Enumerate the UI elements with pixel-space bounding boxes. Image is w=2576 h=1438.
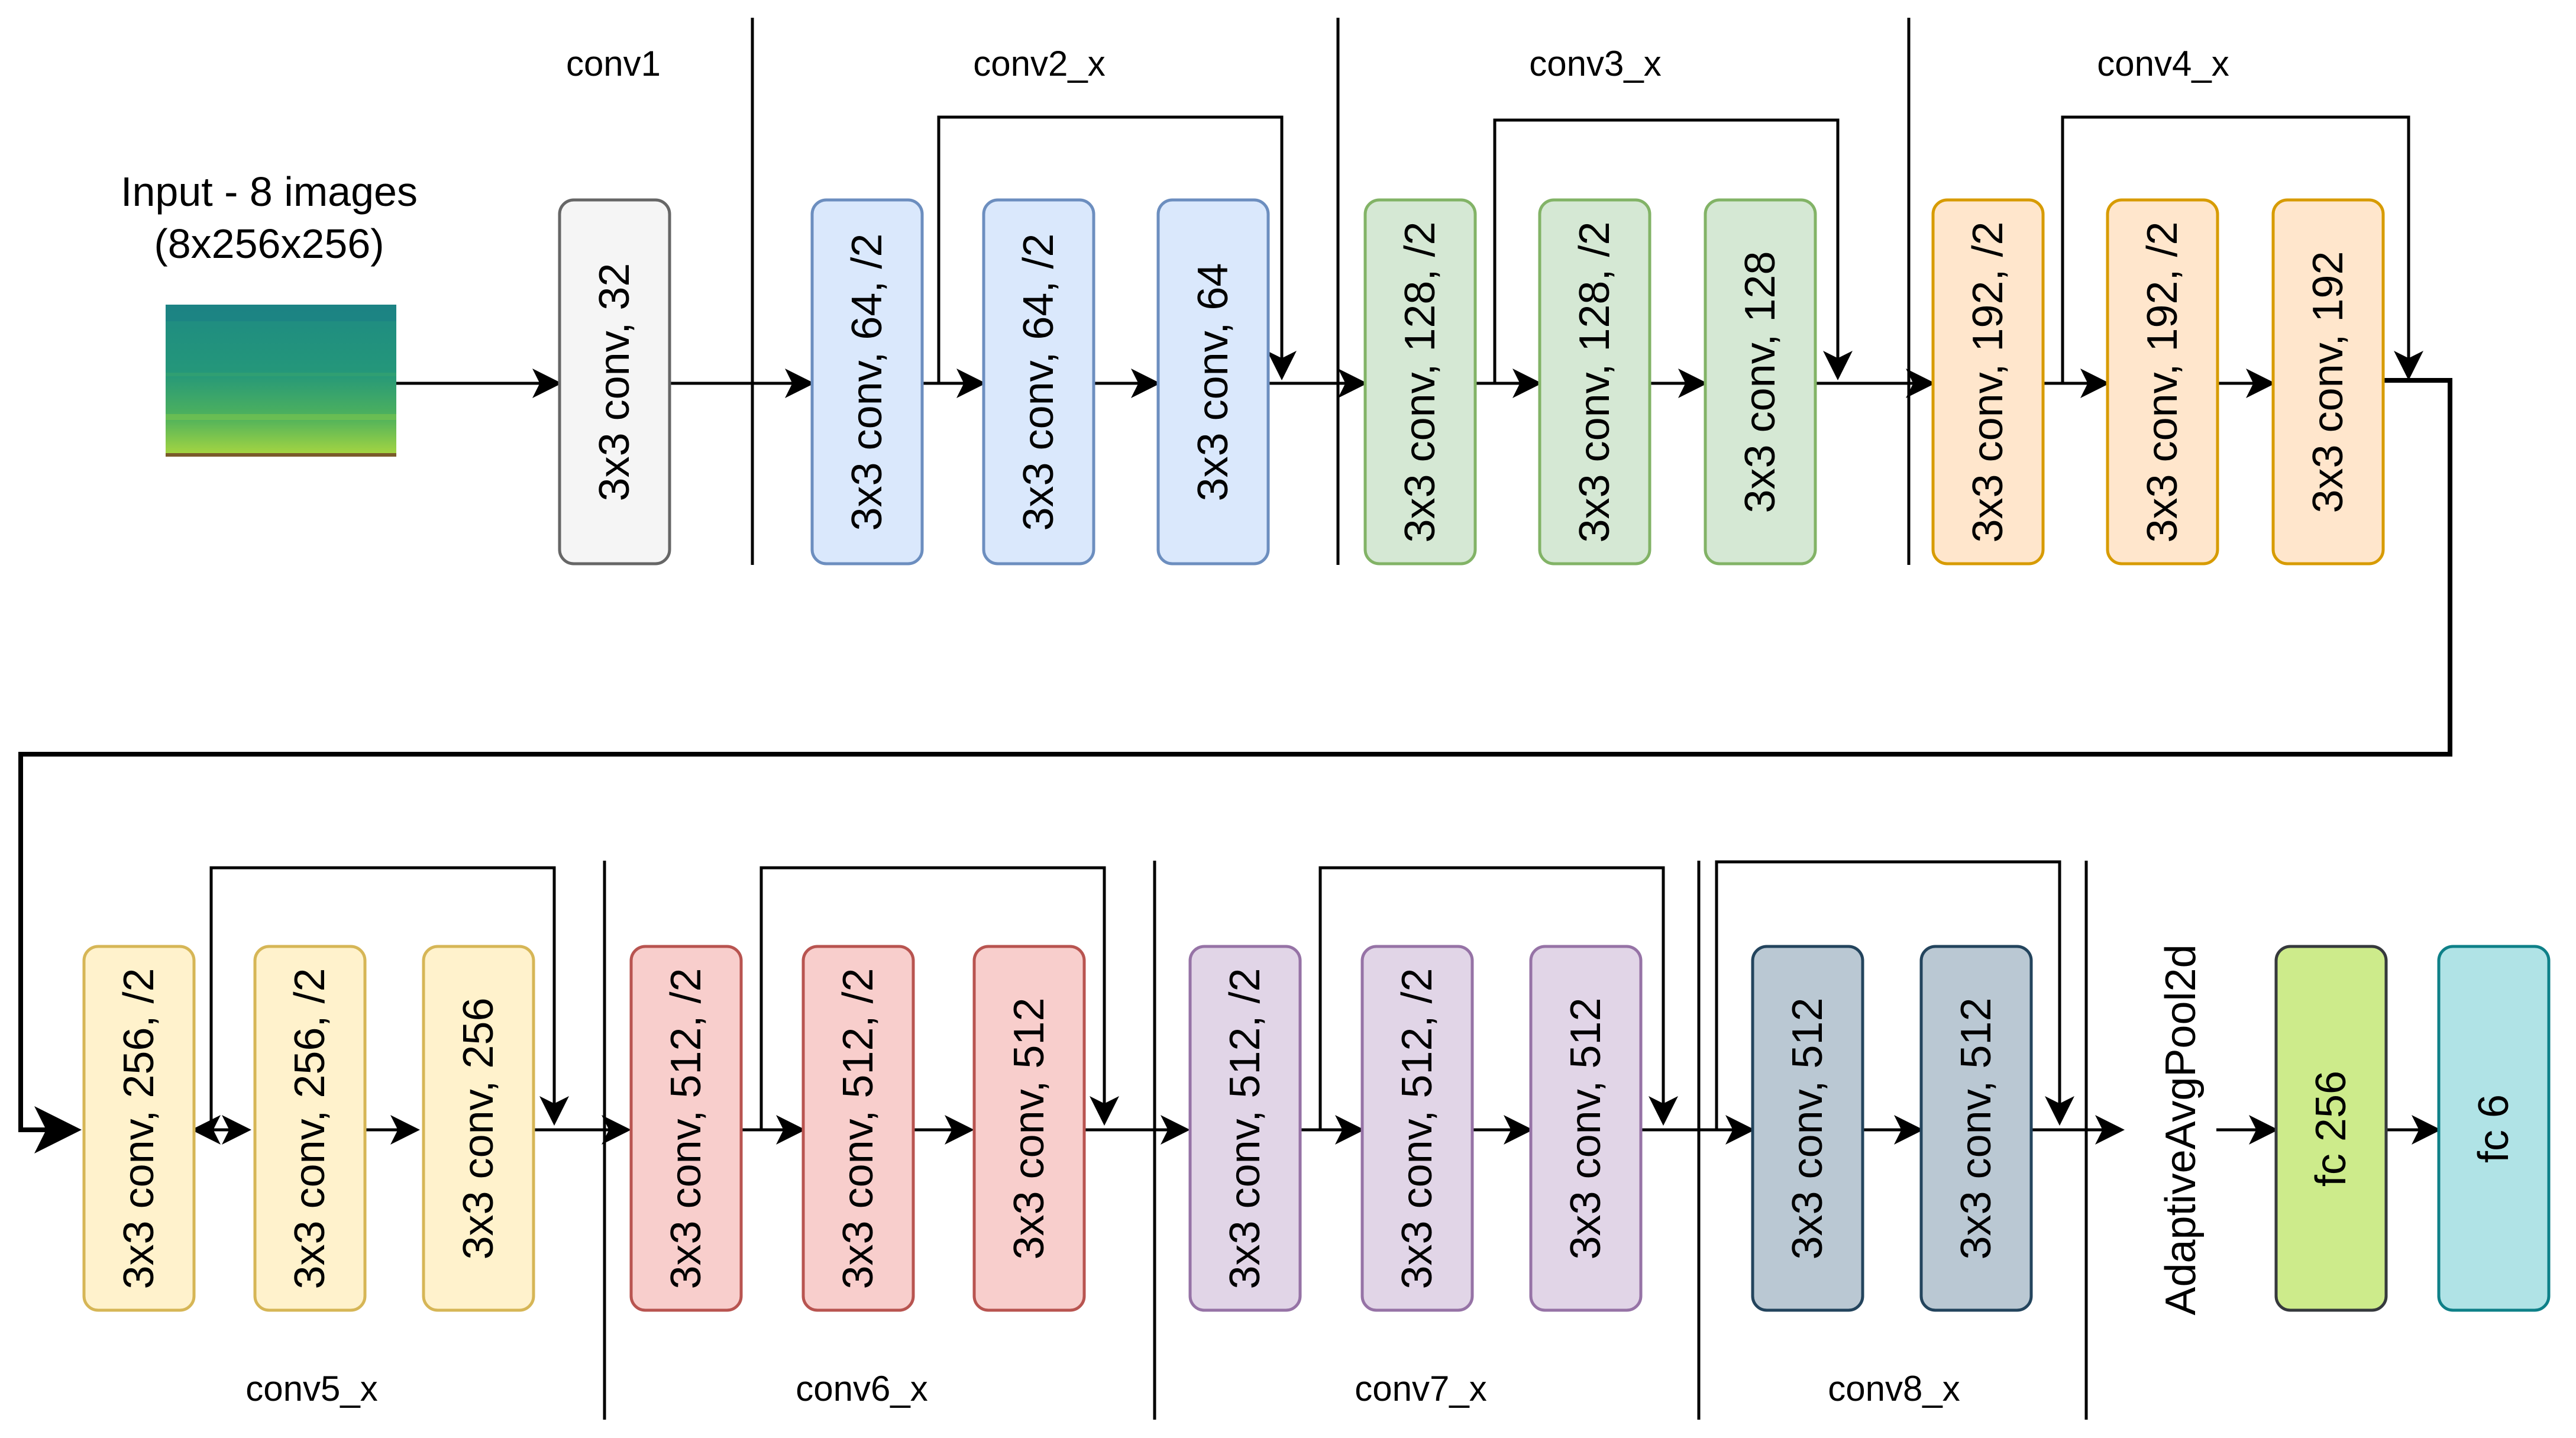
- block-conv6-2: 3x3 conv, 512, /2: [801, 945, 915, 1312]
- block-conv4-2: 3x3 conv, 192, /2: [2106, 198, 2219, 565]
- block-conv2-1: 3x3 conv, 64, /2: [810, 198, 924, 565]
- block-conv6-1: 3x3 conv, 512, /2: [629, 945, 743, 1312]
- stage-label-conv3: conv3_x: [1529, 44, 1661, 83]
- block-fc-6: fc 6: [2437, 945, 2551, 1312]
- block-label: 3x3 conv, 512, /2: [1394, 968, 1441, 1289]
- block-conv2-3: 3x3 conv, 64: [1156, 198, 1270, 565]
- stage-label-conv6: conv6_x: [796, 1369, 927, 1408]
- block-label: 3x3 conv, 512: [1562, 998, 1609, 1260]
- block-label: 3x3 conv, 128, /2: [1571, 221, 1618, 542]
- block-label: fc 6: [2470, 1094, 2517, 1163]
- block-label: 3x3 conv, 512, /2: [1221, 968, 1269, 1289]
- block-label: 3x3 conv, 512, /2: [662, 968, 710, 1289]
- block-label: 3x3 conv, 192, /2: [1964, 221, 2012, 542]
- block-label: 3x3 conv, 512, /2: [835, 968, 882, 1289]
- stage-label-conv8: conv8_x: [1828, 1369, 1960, 1408]
- stage-label-conv1: conv1: [566, 44, 661, 83]
- block-conv4-1: 3x3 conv, 192, /2: [1931, 198, 2045, 565]
- block-label: 3x3 conv, 192, /2: [2139, 221, 2186, 542]
- stage-label-conv7: conv7_x: [1355, 1369, 1486, 1408]
- block-label: 3x3 conv, 512: [1784, 998, 1831, 1260]
- block-label: 3x3 conv, 256: [455, 998, 502, 1260]
- stage-label-conv2: conv2_x: [973, 44, 1105, 83]
- block-conv7-2: 3x3 conv, 512, /2: [1360, 945, 1474, 1312]
- block-label: fc 256: [2307, 1071, 2355, 1187]
- block-conv3-2: 3x3 conv, 128, /2: [1538, 198, 1651, 565]
- stage-separators: [603, 18, 2088, 1420]
- block-label: 3x3 conv, 128, /2: [1397, 221, 1444, 542]
- block-label: 3x3 conv, 32: [591, 263, 638, 502]
- block-label: 3x3 conv, 64: [1190, 263, 1237, 502]
- block-conv5-3: 3x3 conv, 256: [422, 945, 535, 1312]
- block-conv3-1: 3x3 conv, 128, /2: [1363, 198, 1477, 565]
- connections: [18, 115, 2452, 1153]
- block-conv4-3: 3x3 conv, 192: [2271, 198, 2385, 565]
- block-conv8-2: 3x3 conv, 512: [1919, 945, 2033, 1312]
- block-conv7-1: 3x3 conv, 512, /2: [1188, 945, 1302, 1312]
- block-conv8-1: 3x3 conv, 512: [1751, 945, 1864, 1312]
- block-label: 3x3 conv, 64, /2: [1015, 234, 1062, 531]
- block-fc-256: fc 256: [2274, 945, 2388, 1312]
- spectrogram-image: [166, 305, 396, 457]
- block-label: 3x3 conv, 192: [2304, 251, 2352, 513]
- block-conv1-1: 3x3 conv, 32: [558, 198, 671, 565]
- input-title-line1: Input - 8 images: [121, 169, 418, 215]
- block-label: 3x3 conv, 128: [1737, 251, 1784, 513]
- block-label: 3x3 conv, 256, /2: [286, 968, 334, 1289]
- block-label: 3x3 conv, 512: [1953, 998, 2000, 1260]
- block-label: 3x3 conv, 512: [1006, 998, 1053, 1260]
- block-conv3-3: 3x3 conv, 128: [1704, 198, 1817, 565]
- stage-label-conv5: conv5_x: [245, 1369, 377, 1408]
- adaptive-avg-pool-label: AdaptiveAvgPool2d: [2157, 944, 2205, 1315]
- block-label: 3x3 conv, 256, /2: [115, 968, 163, 1289]
- block-conv2-2: 3x3 conv, 64, /2: [982, 198, 1095, 565]
- block-conv5-2: 3x3 conv, 256, /2: [253, 945, 367, 1312]
- block-conv5-1: 3x3 conv, 256, /2: [82, 945, 196, 1312]
- input-title-line2: (8x256x256): [154, 221, 384, 267]
- block-conv6-3: 3x3 conv, 512: [972, 945, 1086, 1312]
- block-label: 3x3 conv, 64, /2: [843, 234, 891, 531]
- stage-label-conv4: conv4_x: [2097, 44, 2229, 83]
- block-conv7-3: 3x3 conv, 512: [1529, 945, 1643, 1312]
